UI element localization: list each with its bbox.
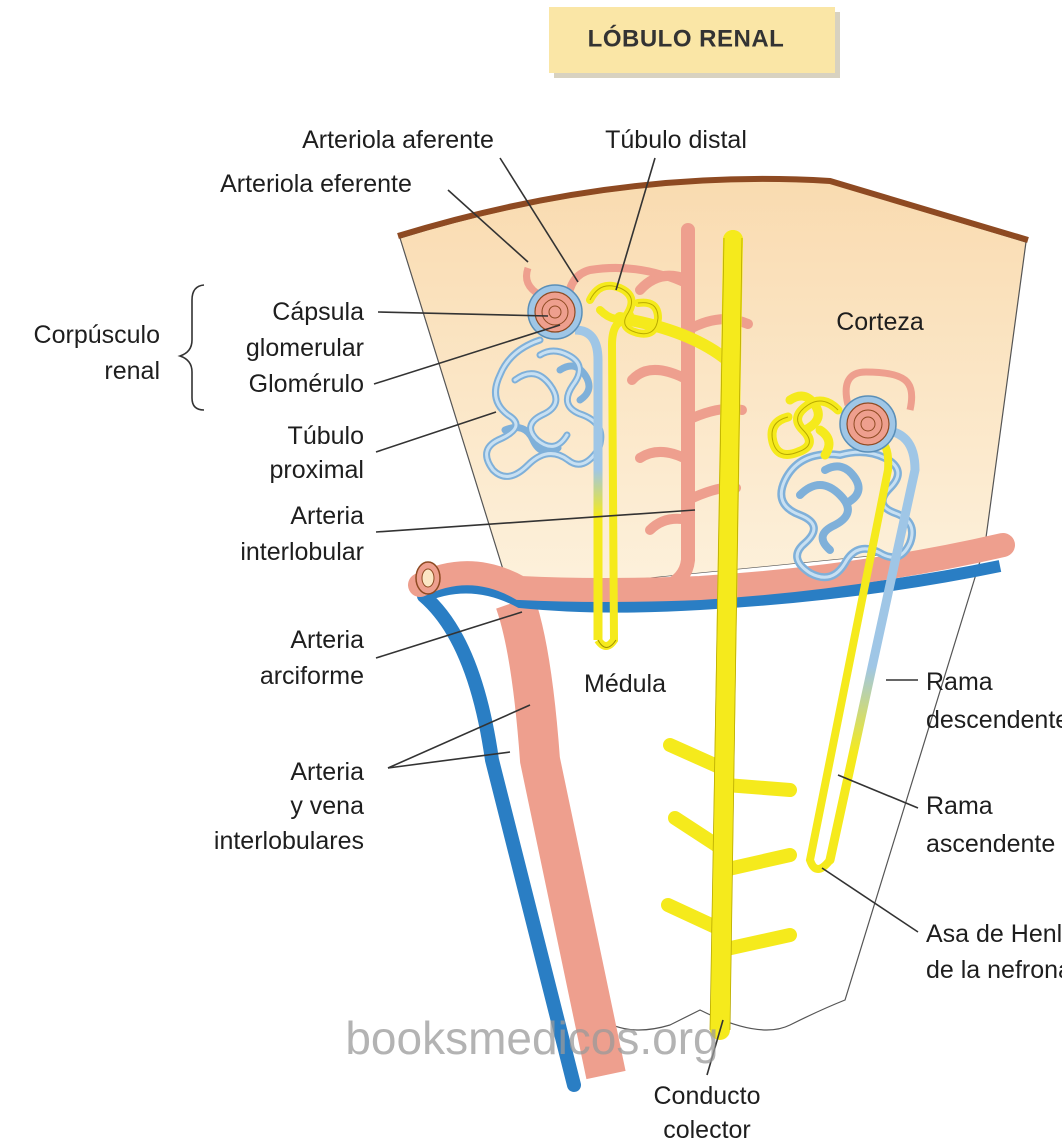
label-asa-henle-line1: Asa de Henle xyxy=(926,920,1062,948)
label-arteria-interlobular-line1: Arteria xyxy=(290,502,364,530)
label-medula: Médula xyxy=(584,670,666,698)
label-conducto-colector-line2: colector xyxy=(663,1116,751,1144)
label-corteza: Corteza xyxy=(836,308,924,336)
label-asa-henle-line2: de la nefrona xyxy=(926,956,1062,984)
label-rama-ascendente-line1: Rama xyxy=(926,792,993,820)
label-rama-ascendente-line2: ascendente xyxy=(926,830,1055,858)
label-arteria-vena-line1: Arteria xyxy=(290,758,364,786)
label-tubulo-distal: Túbulo distal xyxy=(605,126,747,154)
label-glomerulo: Glomérulo xyxy=(249,370,364,398)
label-rama-descendente-line2: descendente xyxy=(926,706,1062,734)
label-arteria-arciforme-line1: Arteria xyxy=(290,626,364,654)
label-rama-descendente-line1: Rama xyxy=(926,668,993,696)
label-arteria-vena-line3: interlobulares xyxy=(214,827,364,855)
label-corpusculo-line2: renal xyxy=(104,357,160,385)
label-arteria-arciforme-line2: arciforme xyxy=(260,662,364,690)
label-arteria-interlobular-line2: interlobular xyxy=(240,538,364,566)
title-box: LÓBULO RENAL xyxy=(549,7,840,78)
label-arteriola-aferente: Arteriola aferente xyxy=(302,126,494,154)
label-tubulo-proximal-line1: Túbulo xyxy=(288,422,364,450)
label-arteriola-eferente: Arteriola eferente xyxy=(220,170,412,198)
diagram-title: LÓBULO RENAL xyxy=(588,24,785,52)
watermark-text: booksmedicos.org xyxy=(345,1012,718,1064)
label-corpusculo-line1: Corpúsculo xyxy=(34,321,160,349)
label-capsula-line1: Cápsula xyxy=(272,298,364,326)
label-tubulo-proximal-line2: proximal xyxy=(270,456,364,484)
label-conducto-colector-line1: Conducto xyxy=(653,1082,760,1110)
label-capsula-line2: glomerular xyxy=(246,334,364,362)
label-arteria-vena-line2: y vena xyxy=(290,792,364,820)
